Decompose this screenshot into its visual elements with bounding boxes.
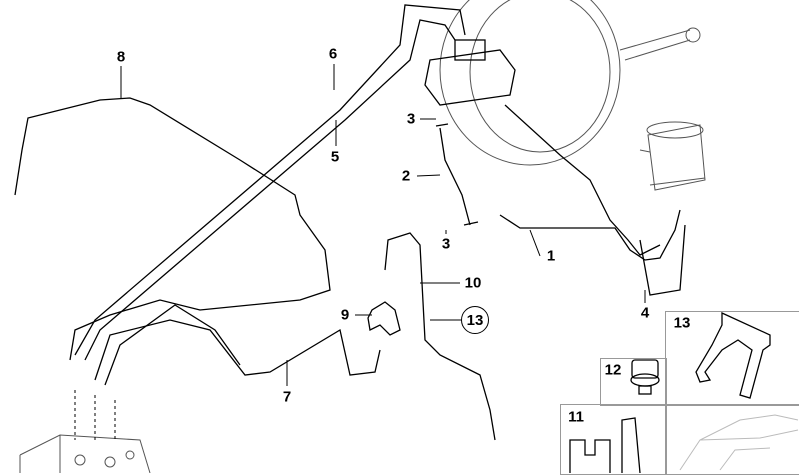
brake-line-5 bbox=[84, 19, 456, 361]
callout-13-circled: 13 bbox=[461, 306, 489, 334]
brake-booster bbox=[439, 0, 701, 166]
panel-13-label: 13 bbox=[673, 314, 691, 332]
brake-hose-2-fitting bbox=[435, 123, 479, 226]
brake-line-8 bbox=[14, 97, 331, 361]
callout-5: 5 bbox=[330, 148, 340, 166]
brake-line-1 bbox=[499, 209, 681, 261]
vehicle-silhouette-icon bbox=[679, 414, 799, 471]
panel-12-label: 12 bbox=[604, 361, 622, 379]
brake-line-4 bbox=[639, 224, 686, 296]
callout-1: 1 bbox=[546, 247, 556, 265]
brake-line-7 bbox=[94, 319, 381, 381]
clip-13 bbox=[695, 311, 771, 399]
panel-12 bbox=[600, 358, 667, 406]
brake-hose-10 bbox=[384, 232, 496, 441]
master-cylinder bbox=[424, 39, 516, 106]
callout-8: 8 bbox=[116, 48, 126, 66]
abs-port-marks bbox=[74, 390, 116, 440]
bracket-9 bbox=[367, 301, 401, 336]
brake-hose-2 bbox=[439, 127, 471, 226]
pressure-sensor bbox=[639, 121, 706, 191]
callout-3a: 3 bbox=[406, 110, 416, 128]
abs-unit bbox=[19, 434, 151, 473]
brake-line-7b bbox=[104, 304, 241, 386]
panel-vehicle bbox=[665, 404, 799, 475]
callout-9: 9 bbox=[340, 306, 350, 324]
callout-6: 6 bbox=[328, 45, 338, 63]
clip-12 bbox=[630, 359, 660, 395]
callout-3b: 3 bbox=[441, 235, 451, 253]
brake-hose-4 bbox=[504, 104, 661, 256]
brake-line-6 bbox=[74, 4, 466, 356]
leader-lines bbox=[120, 64, 646, 386]
clip-11 bbox=[569, 417, 641, 473]
callout-2: 2 bbox=[401, 167, 411, 185]
callout-4: 4 bbox=[640, 304, 650, 322]
panel-11-label: 11 bbox=[568, 408, 584, 426]
callout-10: 10 bbox=[464, 274, 482, 292]
callout-7: 7 bbox=[282, 388, 292, 406]
